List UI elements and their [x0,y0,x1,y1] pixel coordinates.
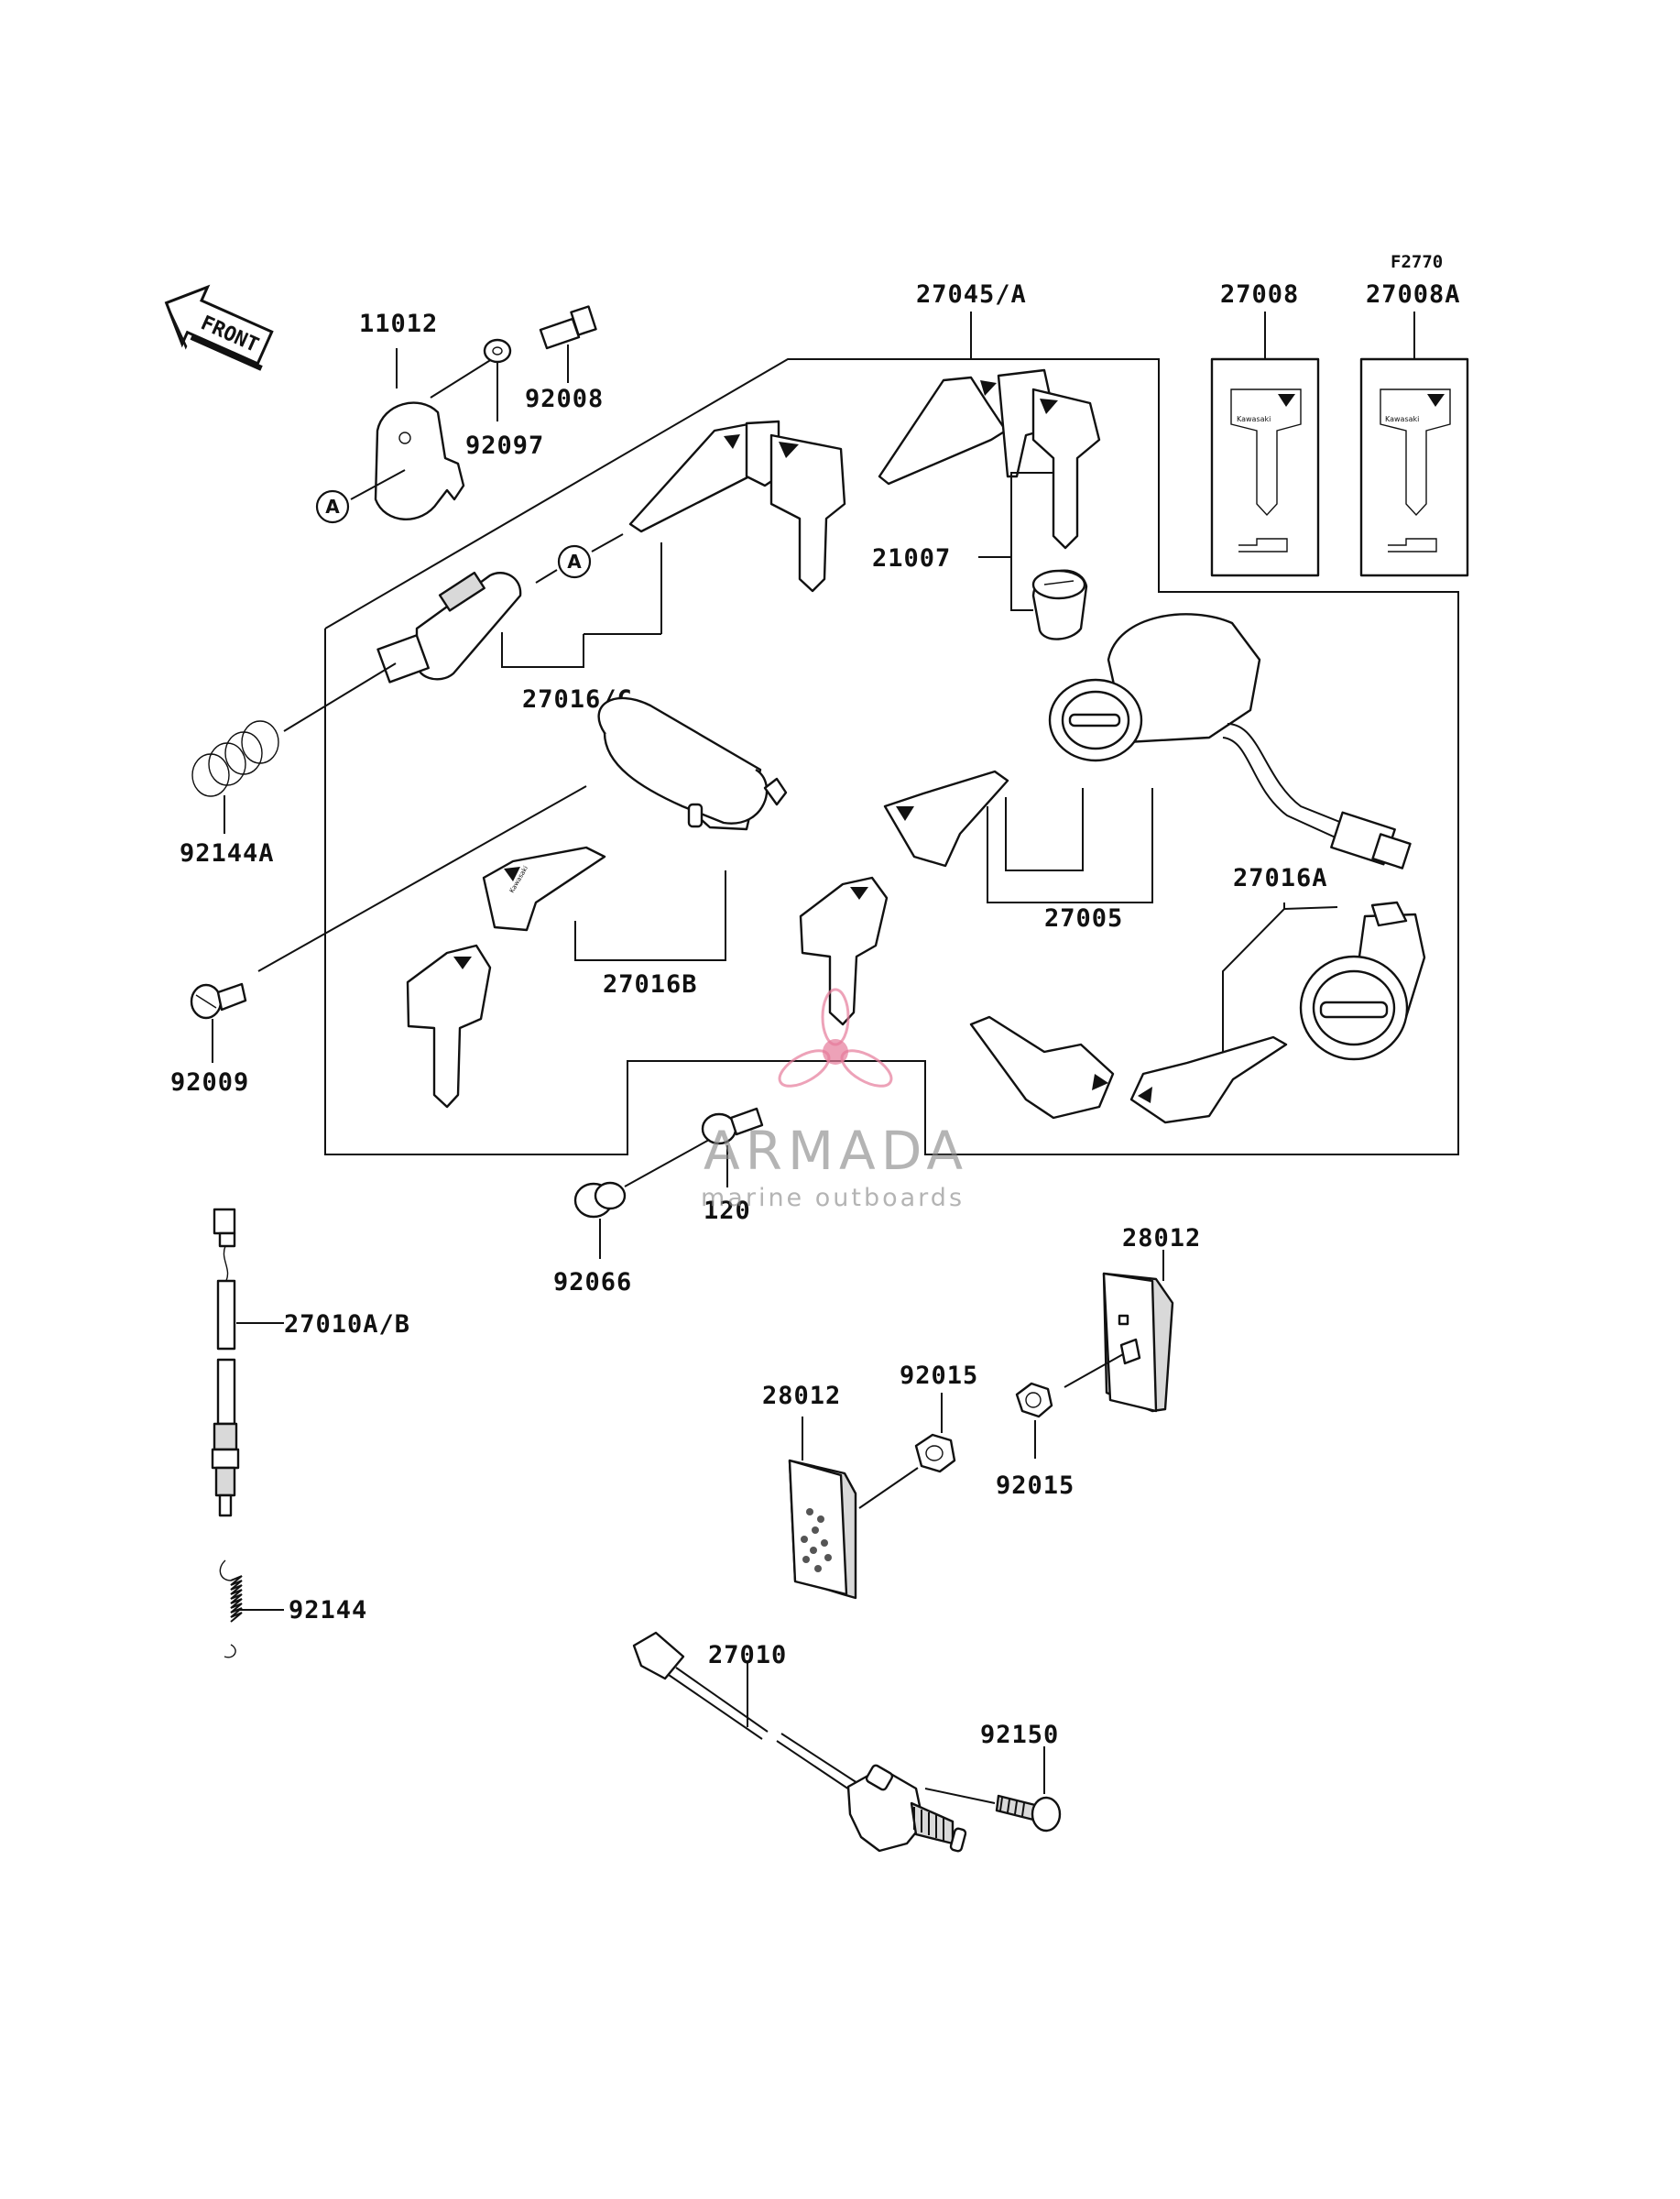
part-27016b-cover [257,696,788,972]
armada-watermark: ARMADA marine outboards [701,988,968,1212]
watermark-tagline: marine outboards [701,1184,965,1212]
part-27016a-lock [1222,901,1426,1061]
part-28012-plate-left [788,1417,857,1600]
part-27016a-keys [969,1015,1288,1124]
part-27008a-key-card: Kawasaki [1359,312,1469,577]
part-92144-spring [219,1559,284,1658]
plate-pattern [801,1508,832,1572]
callout-27008a: 27008A [1366,280,1461,309]
callout-28012-right: 28012 [1122,1224,1201,1253]
part-92015-nut-right [1015,1382,1053,1459]
svg-text:A: A [325,496,340,518]
part-27016c-keys [628,420,846,593]
part-27005-ignition-switch [987,613,1412,903]
callout-92066: 92066 [553,1268,632,1296]
part-21007-cap [978,472,1088,640]
callout-92144a: 92144A [180,839,275,868]
part-27016b-keys: Kawasaki [406,846,606,1109]
callout-92097: 92097 [465,432,544,460]
ref-circle-a-middle: A [557,544,592,579]
svg-text:A: A [567,551,582,573]
callout-27016b: 27016B [603,970,698,999]
callout-28012-left: 28012 [762,1382,841,1410]
callout-27010ab: 27010A/B [284,1310,410,1339]
part-27010ab-switch [211,1208,284,1517]
callout-27010: 27010 [708,1641,787,1669]
part-92097-washer [483,338,512,421]
callout-27045a: 27045/A [916,280,1027,309]
part-11012-bracket [350,348,493,520]
callout-21007: 21007 [872,544,951,573]
front-arrow-icon: FRONT [164,284,274,371]
ref-circle-a: A [315,489,350,524]
part-92015-nut-left [858,1393,956,1509]
callout-27016a: 27016A [1233,864,1328,892]
part-92144a-spring [191,720,279,834]
callout-120: 120 [704,1197,751,1225]
part-120-bolt [701,1107,764,1187]
callout-92009: 92009 [170,1068,249,1097]
part-28012-plate-right [1064,1250,1174,1413]
callout-92015-top: 92015 [900,1362,978,1390]
part-92066-grommet [573,1139,710,1259]
part-92008-bolt [539,305,597,383]
part-27045-keys [878,368,1101,550]
callout-92144: 92144 [289,1596,367,1625]
callout-92015-bottom: 92015 [996,1471,1075,1500]
part-92009-screw [190,982,247,1063]
part-27010-switch [632,1631,967,1853]
watermark-name: ARMADA [704,1120,968,1182]
svg-text:Kawasaki: Kawasaki [1385,415,1419,423]
lock-set-frame [324,358,1459,1155]
figure-code: F2770 [1391,252,1443,272]
callout-27005: 27005 [1044,904,1123,933]
propeller-logo-icon [778,988,893,1088]
callout-11012: 11012 [359,310,438,338]
callout-27008: 27008 [1220,280,1299,309]
part-27005-keys [799,770,1009,1026]
part-27016c-cylinder [283,542,662,732]
part-27008-key-card: Kawasaki [1210,312,1320,577]
svg-text:Kawasaki: Kawasaki [1237,415,1271,423]
part-92150-bolt [924,1746,1062,1832]
callout-92008: 92008 [525,385,604,413]
callout-92150: 92150 [980,1721,1059,1749]
